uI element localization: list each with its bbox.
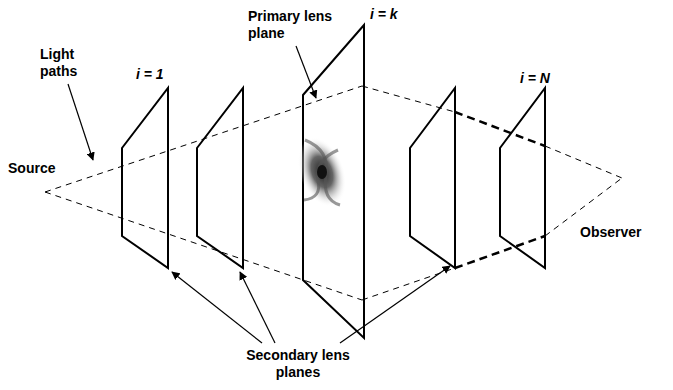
lens-plane	[122, 25, 545, 338]
endpoint-label: Source	[8, 160, 55, 177]
callout-label: Light paths	[40, 46, 96, 80]
galaxy-image	[289, 131, 355, 214]
plane-index: i = 1	[136, 66, 164, 83]
plane-index: i = k	[370, 6, 398, 23]
callout-label: Secondary lens planes	[236, 347, 360, 381]
callout-label: Primary lens plane	[248, 8, 352, 42]
plane-index: i = N	[520, 70, 550, 87]
endpoint-label: Observer	[580, 224, 641, 241]
leader-line	[68, 46, 450, 343]
